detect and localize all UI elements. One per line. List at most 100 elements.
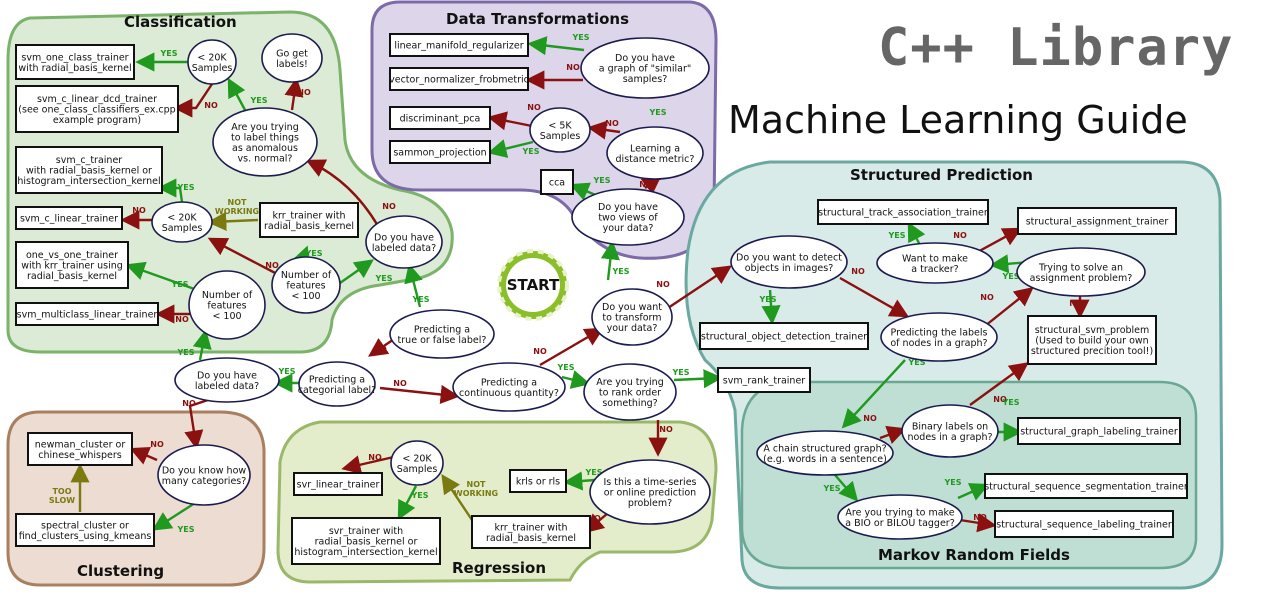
decision-node-text: continuous quantity? [459, 388, 559, 399]
yes-label: YES [758, 295, 776, 304]
yes-label: YES [521, 147, 539, 156]
edge-arrow [207, 211, 259, 231]
decision-node-text: Do you have [374, 232, 434, 243]
no-label: NO [863, 414, 877, 423]
no-label: NO [851, 267, 865, 276]
yes-label: YES [277, 367, 295, 376]
no-label: NO [993, 395, 1007, 404]
no-label: NO [953, 231, 967, 240]
decision-node-text: Samples [192, 63, 233, 74]
edge-arrow [227, 77, 247, 111]
decision-node-text: Samples [162, 223, 203, 234]
decision-node-text: labeled data? [372, 243, 436, 254]
yes-label: YES [571, 33, 589, 42]
tool-box-b4: svm_c_linear_trainer [15, 206, 123, 230]
decision-node-text: Do you know how [162, 465, 247, 476]
region-title-regression: Regression [452, 559, 546, 577]
edge-arrow [969, 362, 1029, 406]
yes-label: YES [374, 274, 392, 283]
edge-arrow [587, 120, 621, 140]
decision-node-text: to label things [231, 132, 299, 143]
tool-box-text: cca [549, 178, 565, 189]
edge-arrow [207, 237, 280, 277]
tool-box-text: radial_basis_kernel or [315, 537, 418, 548]
decision-node-text: two views of [598, 213, 658, 224]
tool-box-b9: vector_normalizer_frobmetric [389, 67, 529, 91]
decision-node-text: labels! [276, 59, 308, 70]
edge-arrow [584, 512, 609, 534]
decision-node-text: to transform [602, 313, 661, 324]
tool-box-text: radial_basis_kernel [264, 221, 354, 232]
tool-box-text: histogram_intersection_kernel [294, 547, 437, 558]
yes-label: YES [584, 468, 602, 477]
decision-node-text: of nodes in a graph? [890, 338, 987, 349]
tool-box-b12: cca [540, 169, 574, 195]
tool-box-text: example program) [53, 115, 141, 126]
tool-box-text: find_clusters_using_kmeans [19, 531, 152, 542]
decision-node-text: Predicting a [414, 324, 470, 335]
decision-node-text: Number of [202, 290, 253, 301]
edge-arrow [959, 513, 997, 533]
tool-box-text: svr_trainer with [329, 526, 403, 537]
guide-title: C++ Library [878, 18, 1234, 78]
no-label: NO [973, 513, 987, 522]
no-label: NO [587, 514, 601, 523]
yes-label: YES [176, 525, 194, 534]
tool-box-text: structured precition tool!) [1031, 346, 1153, 357]
tool-box-text: (Used to build your own [1035, 336, 1148, 347]
decision-node-text: objects in images? [745, 263, 834, 274]
no-label: NO [639, 180, 653, 189]
no-label: NO [659, 425, 673, 434]
edge-arrow [673, 369, 723, 389]
tool-box-b15: svr_linear_trainer [293, 472, 383, 496]
decision-node-text: distance metric? [616, 154, 695, 165]
edge-arrow [173, 83, 213, 118]
decision-node-text: < 100 [291, 291, 320, 302]
no-label: NO [182, 399, 196, 408]
edge-arrow [284, 77, 304, 111]
yes-label: YES [822, 484, 840, 493]
decision-node-text: < 5K [548, 120, 572, 131]
decision-node-text: features [207, 301, 246, 312]
edge-arrow [125, 261, 201, 293]
tool-box-b22: structural_object_detection_trainer [699, 322, 869, 350]
yes-label: YES [943, 478, 961, 487]
decision-node-text: A chain structured graph? [763, 443, 886, 454]
decision-node-text: something? [602, 398, 657, 409]
region-title-data-transformations: Data Transformations [446, 10, 629, 28]
edge-arrow [667, 265, 732, 309]
decision-node-text: Samples [540, 131, 581, 142]
yes-label: YES [611, 267, 629, 276]
yes-label: YES [159, 49, 177, 58]
yes-label: YES [249, 96, 267, 105]
no-label: NO [382, 202, 396, 211]
decision-node-text: Trying to solve an [1038, 262, 1123, 273]
decision-node-text: Are you trying [596, 377, 663, 388]
edge-arrow [839, 276, 910, 318]
tool-box-text: svm_c_linear_trainer [20, 214, 118, 225]
decision-node-text: (e.g. words in a sentence) [763, 454, 887, 465]
decision-node-text: a tracker? [911, 264, 958, 275]
region-title-structured-prediction: Structured Prediction [850, 166, 1033, 184]
decision-node-text: Do you want [602, 302, 662, 313]
yes-label: YES [592, 176, 610, 185]
no-label: NO [204, 101, 218, 110]
